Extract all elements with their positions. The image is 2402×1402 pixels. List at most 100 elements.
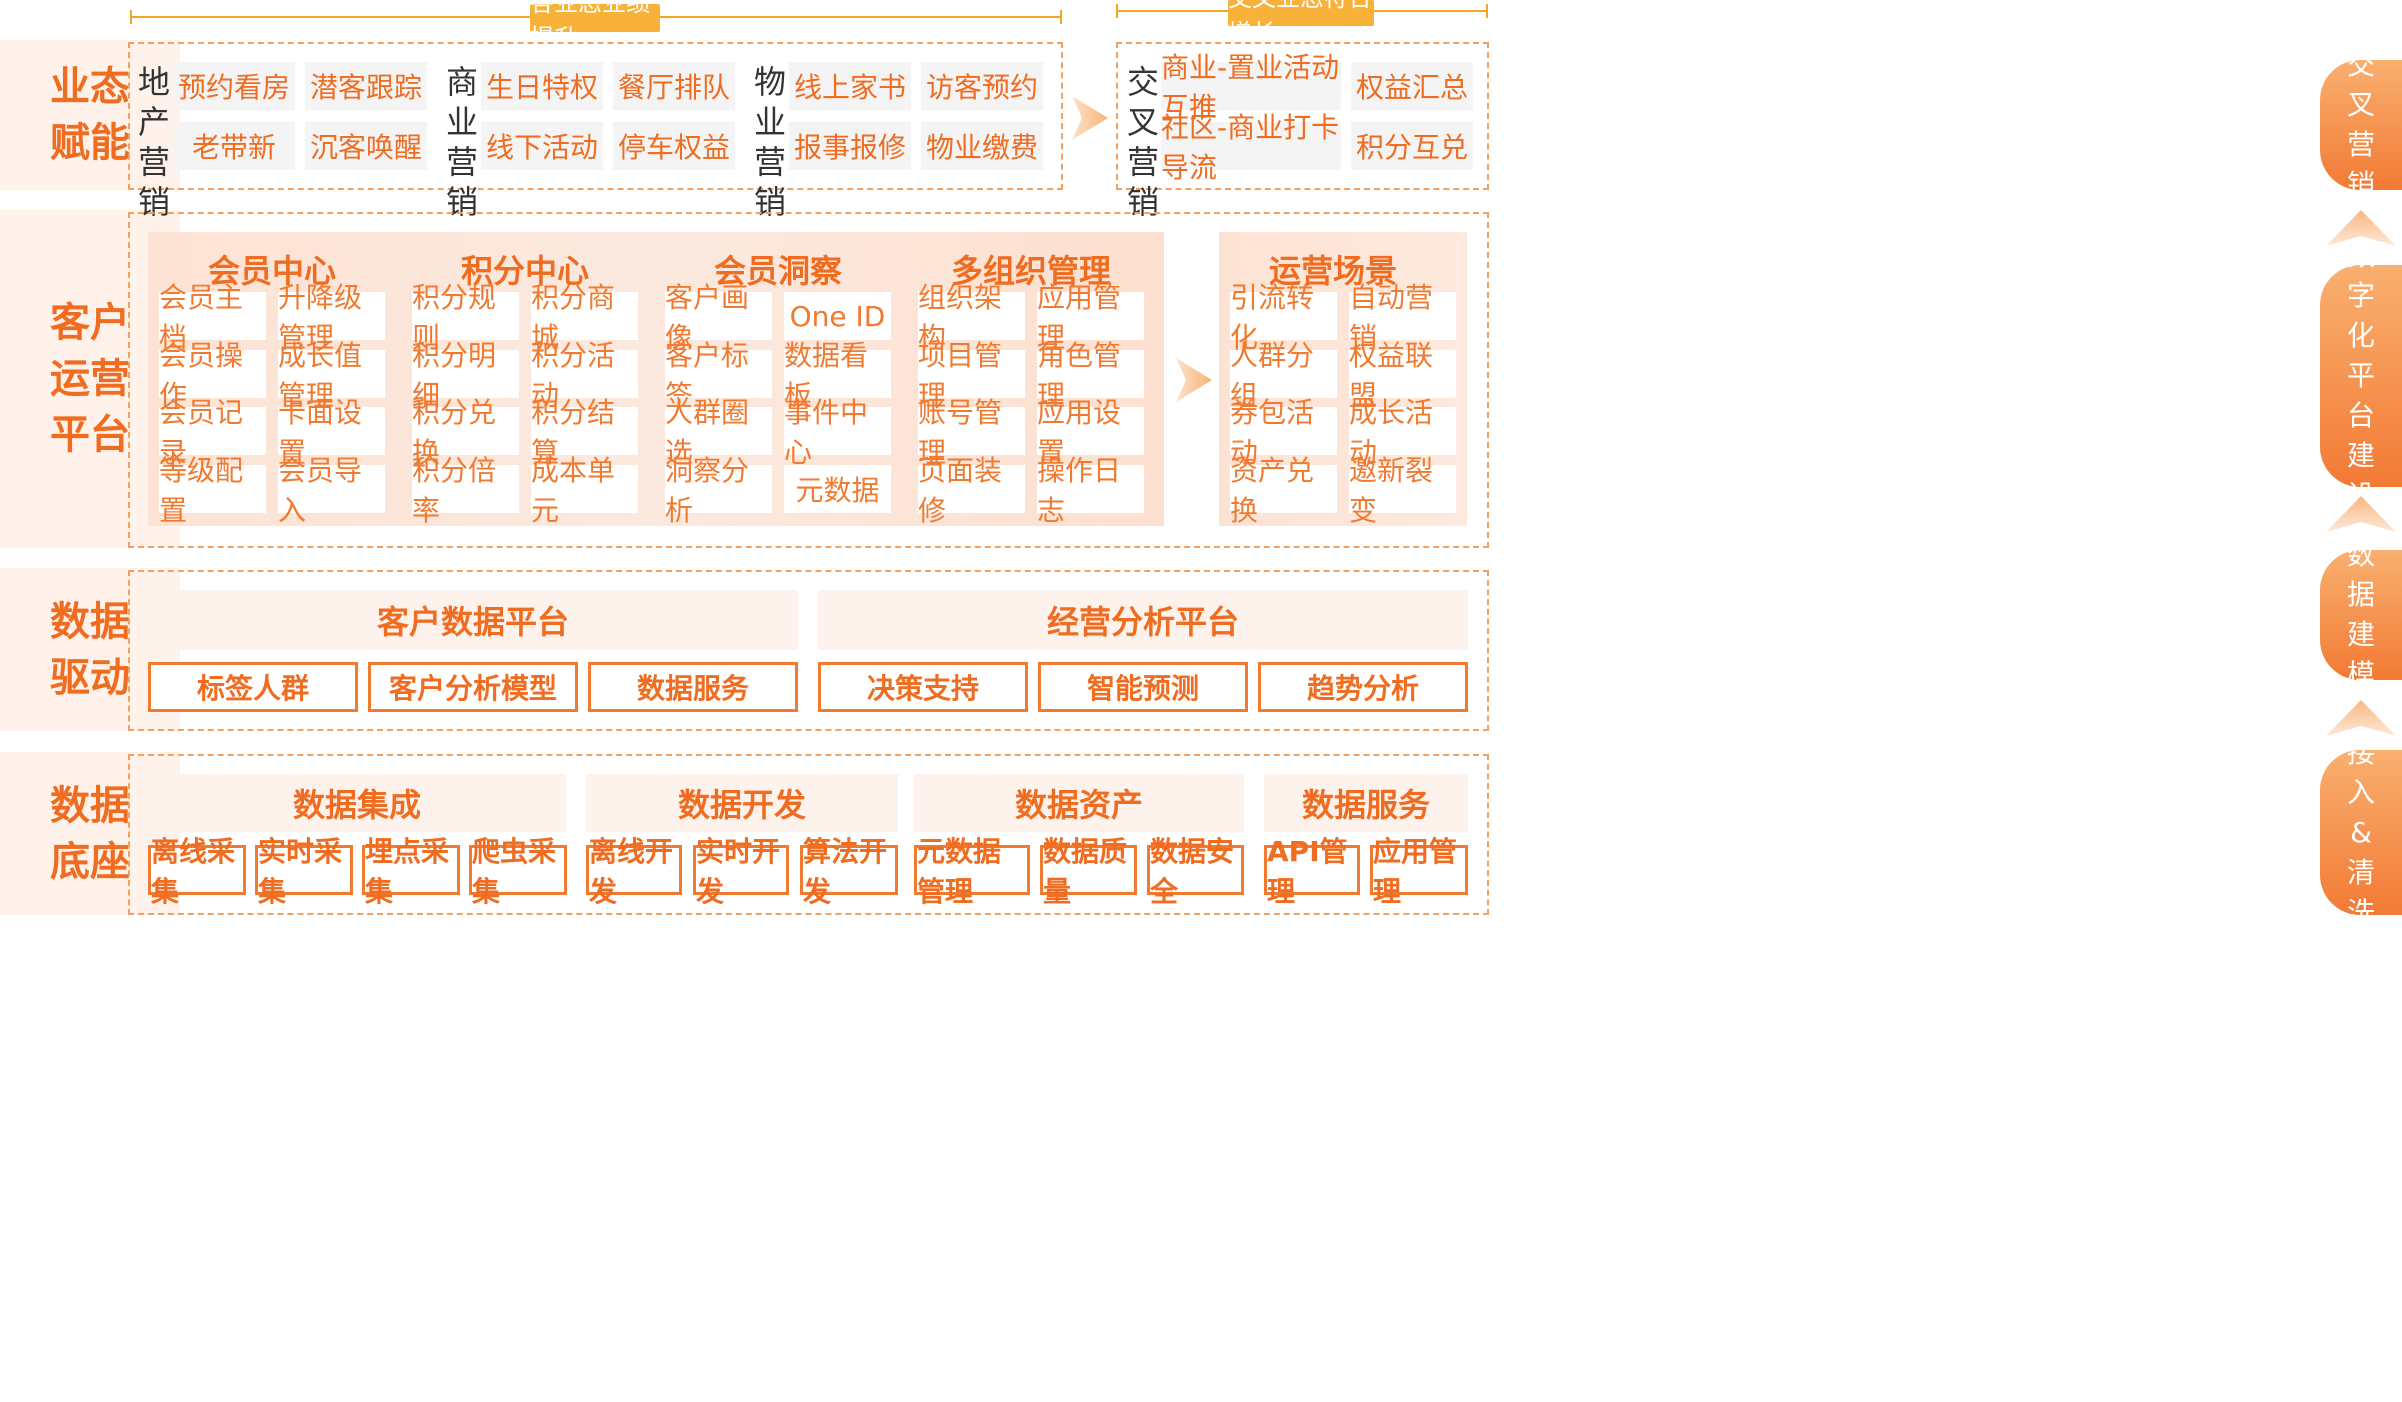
rail-pill-ingest: 接入&清洗 [2320,736,2402,929]
tile-insight: 客户画像 [665,281,772,354]
tile-insight: 人群圈选 [665,396,772,469]
tile-cross: 权益汇总 [1351,62,1473,110]
tile-ops: 资产兑换 [1230,454,1337,527]
group-label-property: 物业营销 [753,63,786,221]
tile-member: 会员主档 [159,281,266,354]
tile-commercial: 线下活动 [481,122,603,170]
tile-property: 报事报修 [789,122,911,170]
tile-member: 会员操作 [159,339,266,412]
group-title-points: 积分中心 [460,252,589,290]
tile-org: 应用设置 [1037,396,1144,469]
chevron-up-icon [2326,210,2396,246]
tile-cross: 社区-商业打卡导流 [1161,111,1341,184]
foundation-bar-development: 数据开发 [586,774,898,832]
foundation-item: 离线开发 [586,835,682,908]
tile-org: 应用管理 [1037,281,1144,354]
foundation-item: 实时采集 [255,835,353,908]
tile-points: 积分商城 [531,281,638,354]
tile-ops: 自动营销 [1349,281,1456,354]
data-foundation-container [128,754,1489,915]
group-title-ops: 运营场景 [1268,252,1397,290]
tile-commercial: 生日特权 [481,62,603,110]
tile-ops: 券包活动 [1230,396,1337,469]
tile-points: 积分倍率 [412,454,519,527]
foundation-item: 爬虫采集 [469,835,567,908]
tile-property: 访客预约 [921,62,1043,110]
tile-realestate: 潜客跟踪 [305,62,427,110]
group-title-member: 会员中心 [207,252,336,290]
rail-pill-data-modeling: 数据建模 [2320,538,2402,691]
header-bracket-left-tick [1060,10,1062,24]
data-driven-item: 智能预测 [1038,662,1248,712]
tile-ops: 引流转化 [1230,281,1337,354]
foundation-bar-assets: 数据资产 [914,774,1244,832]
foundation-item: 埋点采集 [362,835,460,908]
tile-insight: 数据看板 [784,339,891,412]
header-bracket-right-tick [1486,4,1488,18]
tile-realestate: 老带新 [173,122,295,170]
group-title-insight: 会员洞察 [713,252,842,290]
tile-insight: 元数据 [784,465,891,513]
data-driven-item: 数据服务 [588,662,798,712]
data-driven-container [128,570,1489,731]
business-marketing-container [128,42,1063,190]
tile-org: 角色管理 [1037,339,1144,412]
rail-pill-platform: 数字化平台建设 [2320,239,2402,512]
tile-ops: 邀新裂变 [1349,454,1456,527]
chevron-up-icon [2326,496,2396,532]
foundation-item: 数据安全 [1147,835,1244,908]
tile-org: 操作日志 [1037,454,1144,527]
chevron-right-icon [1072,96,1108,140]
header-bracket-left-tick [130,10,132,24]
tile-points: 积分活动 [531,339,638,412]
foundation-bar-integration: 数据集成 [148,774,566,832]
foundation-item: 实时开发 [693,835,789,908]
tile-insight: 事件中心 [784,396,891,469]
data-driven-item: 趋势分析 [1258,662,1468,712]
foundation-bar-services: 数据服务 [1264,774,1468,832]
tile-insight: 洞察分析 [665,454,772,527]
tile-member: 升降级管理 [278,281,385,354]
cross-marketing-container [1116,42,1489,190]
tile-points: 积分规则 [412,281,519,354]
chevron-up-icon [2326,700,2396,736]
tile-member: 卡面设置 [278,396,385,469]
foundation-item: 算法开发 [800,835,898,908]
tile-org: 组织架构 [918,281,1025,354]
header-bracket-right-tick [1116,4,1118,18]
tile-property: 线上家书 [789,62,911,110]
platform-bar-business-analysis: 经营分析平台 [818,590,1468,650]
tile-cross: 积分互兑 [1351,122,1473,170]
group-label-realestate: 地产营销 [137,63,170,221]
row-label-business: 业态赋能 [0,40,180,190]
chevron-right-icon [1176,358,1212,402]
group-label-commercial: 商业营销 [445,63,478,221]
tile-commercial: 停车权益 [613,122,735,170]
tile-points: 积分结算 [531,396,638,469]
tile-org: 页面装修 [918,454,1025,527]
foundation-item: 应用管理 [1370,835,1468,908]
tile-insight: One ID [784,292,891,340]
tile-property: 物业缴费 [921,122,1043,170]
group-label-cross: 交叉营销 [1126,63,1159,221]
foundation-item: 元数据管理 [914,835,1030,908]
rail-pill-cross-marketing: 交叉营销 [2320,48,2402,201]
platform-bar-customer-data: 客户数据平台 [148,590,798,650]
foundation-item: 离线采集 [148,835,246,908]
data-driven-item: 决策支持 [818,662,1028,712]
data-driven-item: 客户分析模型 [368,662,578,712]
tile-member: 等级配置 [159,454,266,527]
tile-points: 积分兑换 [412,396,519,469]
platform-container [128,212,1489,548]
foundation-item: 数据质量 [1040,835,1137,908]
tile-commercial: 餐厅排队 [613,62,735,110]
tile-insight: 客户标签 [665,339,772,412]
tile-cross: 商业-置业活动互推 [1161,51,1341,124]
tile-member: 会员导入 [278,454,385,527]
tile-org: 账号管理 [918,396,1025,469]
tile-realestate: 预约看房 [173,62,295,110]
tile-realestate: 沉客唤醒 [305,122,427,170]
foundation-item: API管理 [1264,835,1360,908]
group-title-org: 多组织管理 [950,252,1111,290]
tile-points: 成本单元 [531,454,638,527]
